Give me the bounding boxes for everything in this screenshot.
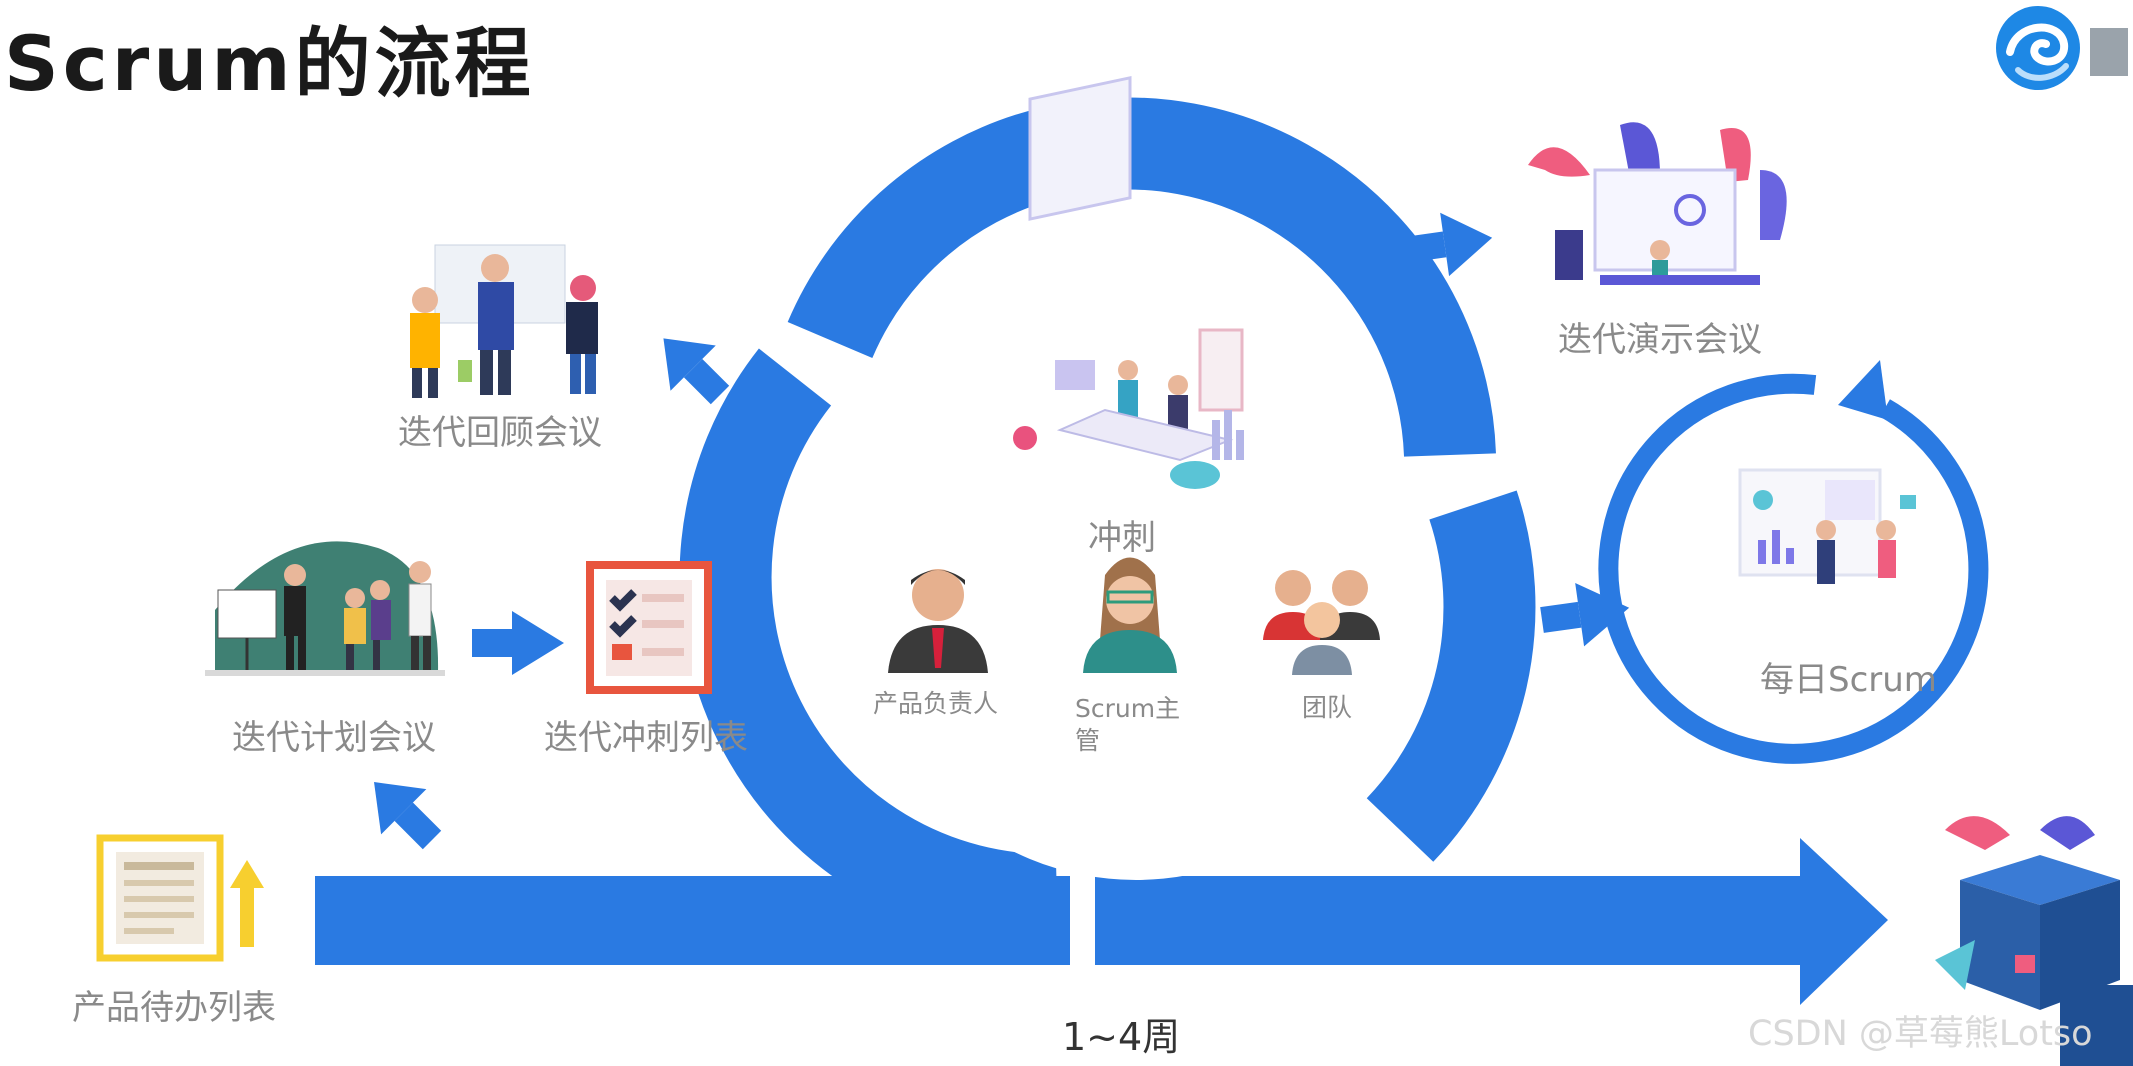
product-owner-icon — [888, 569, 988, 673]
label-sprint-backlog: 迭代冲刺列表 — [544, 718, 748, 758]
arrow-planning-to-backlog — [472, 611, 564, 675]
product-backlog-illustration — [96, 834, 264, 962]
sprint-duration: 1~4周 — [1062, 1015, 1181, 1059]
role-label-team: 团队 — [1302, 693, 1353, 722]
watermark: CSDN @草莓熊Lotso — [1748, 1014, 2093, 1054]
planning-meeting-illustration — [205, 541, 445, 676]
label-product-backlog: 产品待办列表 — [72, 988, 276, 1028]
brand-logo — [1996, 6, 2128, 90]
page-title: Scrum的流程 — [4, 19, 535, 108]
daily-scrum-illustration — [1738, 468, 1916, 584]
scrum-master-icon — [1083, 557, 1177, 673]
label-sprint: 冲刺 — [1088, 518, 1156, 558]
flow-band-right-arrow — [1095, 838, 1888, 1005]
label-daily-scrum: 每日Scrum — [1760, 660, 1937, 700]
sprint-illustration — [1013, 75, 1244, 489]
retrospective-illustration — [410, 244, 598, 398]
label-planning: 迭代计划会议 — [232, 718, 436, 758]
sprint-backlog-illustration — [586, 561, 712, 694]
arrow-to-daily — [1540, 583, 1630, 647]
daily-scrum-loop — [1598, 360, 1989, 764]
label-retrospective: 迭代回顾会议 — [398, 413, 602, 453]
flow-band-left — [315, 876, 1070, 965]
release-box-illustration — [1935, 816, 2133, 1066]
role-label-product-owner: 产品负责人 — [873, 689, 999, 718]
role-label-scrum-master: Scrum主 管 — [1075, 694, 1181, 755]
team-icon — [1263, 570, 1380, 675]
review-illustration — [1528, 122, 1787, 285]
label-review: 迭代演示会议 — [1558, 320, 1762, 360]
arrow-to-planning — [374, 782, 442, 850]
arrow-to-retrospective — [663, 338, 730, 405]
arrow-to-review — [1403, 212, 1493, 277]
